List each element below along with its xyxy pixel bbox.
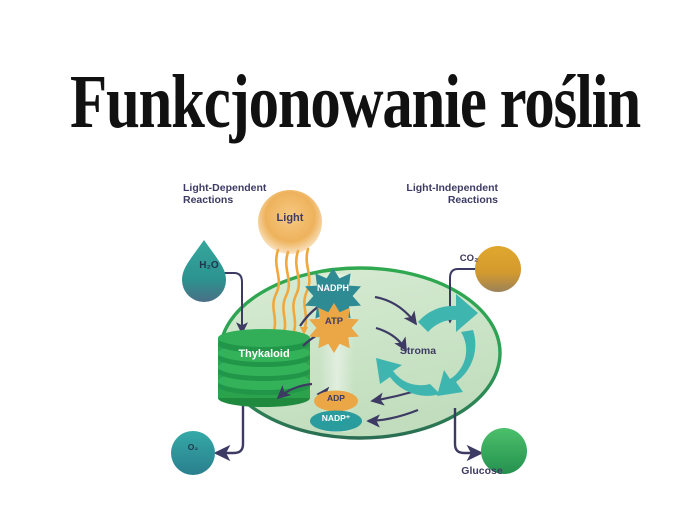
inlet-arrows (216, 268, 476, 335)
stroma-cycle (376, 294, 478, 396)
atp-node (309, 303, 359, 353)
glucose-node (481, 428, 527, 474)
light-dependent-label: Light-Dependent Reactions (183, 182, 267, 206)
page-title: Funkcjonowanie roślin (70, 60, 641, 144)
co2-node (475, 246, 521, 292)
o2-node (171, 431, 215, 475)
photosynthesis-diagram: Light-Dependent Reactions Light-Independ… (160, 170, 560, 495)
outlet-arrows (213, 400, 484, 462)
diagram-svg (171, 190, 527, 475)
glucose-label: Glucose (461, 465, 503, 477)
thylakoid-stack (218, 329, 310, 407)
light-independent-label: Light-Independent Reactions (406, 182, 498, 206)
adp-node (314, 390, 358, 412)
h2o-droplet (182, 240, 226, 302)
light-source (258, 190, 322, 254)
nadp-plus-node (310, 410, 362, 432)
